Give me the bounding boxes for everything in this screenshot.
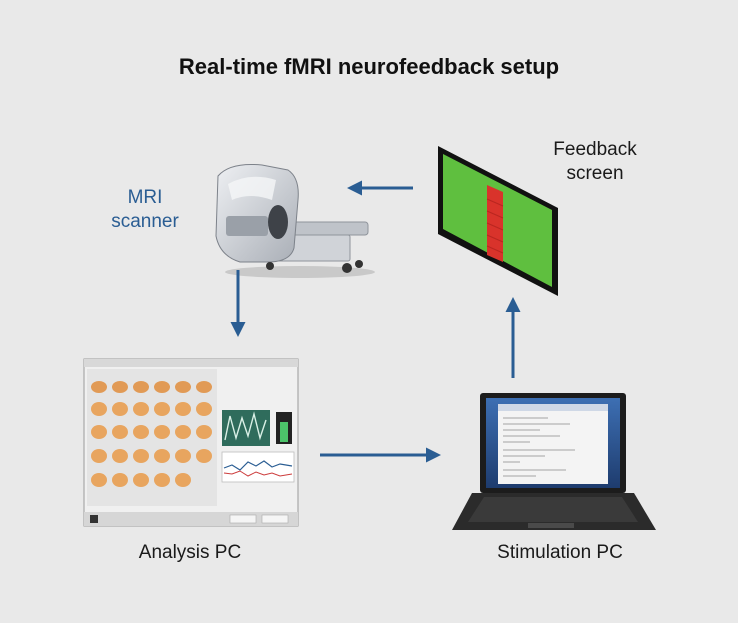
brain-slices-grid bbox=[91, 381, 212, 487]
mri-scanner-label-line2: scanner bbox=[111, 211, 179, 232]
mri-scanner-label-line1: MRI bbox=[127, 187, 163, 208]
analysis-pc-label: Analysis PC bbox=[138, 542, 242, 563]
diagram-title: Real-time fMRI neurofeedback setup bbox=[178, 54, 560, 79]
feedback-screen-icon bbox=[438, 146, 558, 296]
mri-scanner-label: MRI scanner bbox=[80, 186, 210, 234]
feedback-screen-label-line1: Feedback bbox=[553, 139, 637, 160]
analysis-monitor-icon bbox=[83, 358, 299, 527]
feedback-screen-label: Feedback screen bbox=[530, 138, 660, 186]
feedback-screen-label-line2: screen bbox=[566, 163, 624, 184]
stimulation-pc-label: Stimulation PC bbox=[497, 542, 623, 563]
mri-scanner-icon bbox=[215, 164, 375, 278]
laptop-icon bbox=[452, 393, 656, 530]
